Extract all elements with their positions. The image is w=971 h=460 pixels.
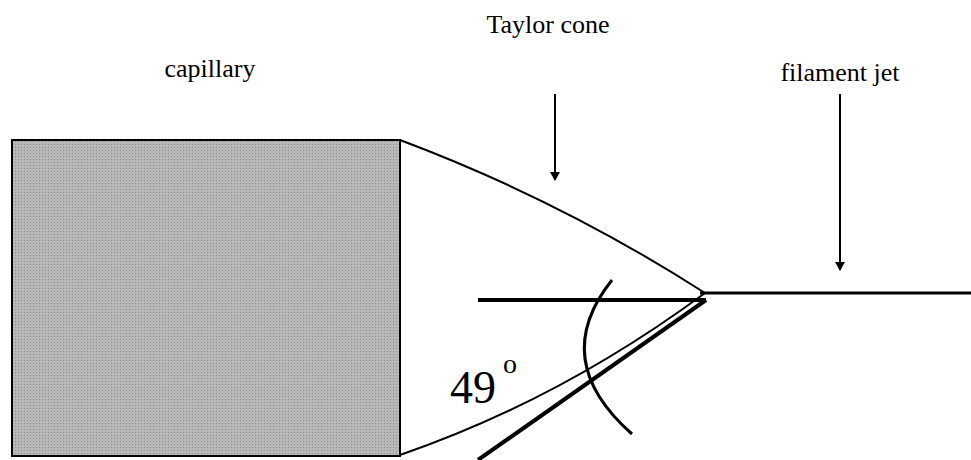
leader-arrow (554, 94, 556, 180)
part-label: Taylor cone (486, 12, 609, 38)
angle-arc (584, 280, 632, 434)
filament-jet-line (700, 292, 971, 295)
axis-line (478, 298, 706, 302)
cone-upper-edge (400, 140, 705, 293)
leader-arrow (839, 94, 841, 270)
part-label: filament jet (780, 60, 899, 86)
part-label: capillary (165, 56, 256, 82)
angle-value: 49 (450, 365, 496, 411)
degree-mark: o (503, 350, 517, 378)
cone-lower-edge (400, 293, 705, 455)
capillary-block (12, 140, 400, 456)
